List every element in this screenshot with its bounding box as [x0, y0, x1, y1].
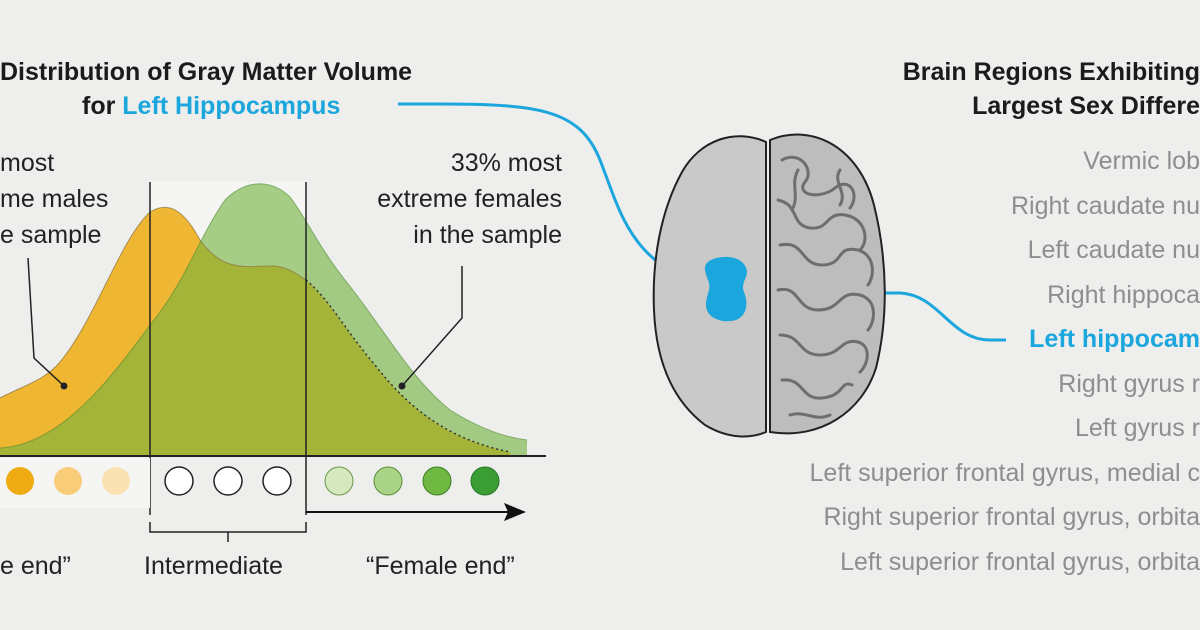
- left-title-line2: for Left Hippocampus: [82, 92, 340, 121]
- left-title-prefix: for: [82, 92, 123, 120]
- region-item: Right caudate nu: [1010, 192, 1200, 220]
- region-item: Left superior frontal gyrus, medial c: [809, 459, 1200, 487]
- region-item: Right gyrus r: [1058, 370, 1200, 398]
- right-title-line1: Brain Regions Exhibiting: [902, 58, 1200, 86]
- hippocampus-highlight: [704, 256, 747, 322]
- female-note-line3: in the sample: [413, 221, 562, 249]
- brain-illustration: [652, 133, 886, 438]
- female-note: 33% most extreme females in the sample: [377, 145, 562, 253]
- region-item: Left gyrus r: [1074, 414, 1200, 442]
- left-title-line1: Distribution of Gray Matter Volume: [0, 58, 413, 86]
- region-item: Vermic lob: [1083, 147, 1200, 175]
- region-item: Right superior frontal gyrus, orbita: [823, 503, 1200, 531]
- male-note-line2: me males: [0, 185, 109, 213]
- region-item: Right hippoca: [1047, 281, 1200, 309]
- male-note-line1: most: [0, 149, 55, 177]
- female-note-line2: extreme females: [377, 185, 562, 213]
- male-note: most me males e sample: [0, 145, 108, 253]
- region-item: Left superior frontal gyrus, orbita: [840, 548, 1200, 576]
- region-item-highlighted: Left hippocam: [1029, 325, 1200, 353]
- dot-row: [6, 466, 500, 496]
- male-end-label: e end”: [0, 552, 71, 580]
- intermediate-label: Intermediate: [144, 552, 283, 580]
- male-note-line3: e sample: [0, 221, 102, 249]
- region-item: Left caudate nu: [1027, 236, 1200, 264]
- female-end-label: “Female end”: [366, 552, 515, 580]
- female-note-line1: 33% most: [450, 149, 562, 177]
- right-title-line2: Largest Sex Differe: [972, 92, 1200, 120]
- left-title-highlight: Left Hippocampus: [122, 92, 341, 120]
- female-curve: [0, 183, 527, 455]
